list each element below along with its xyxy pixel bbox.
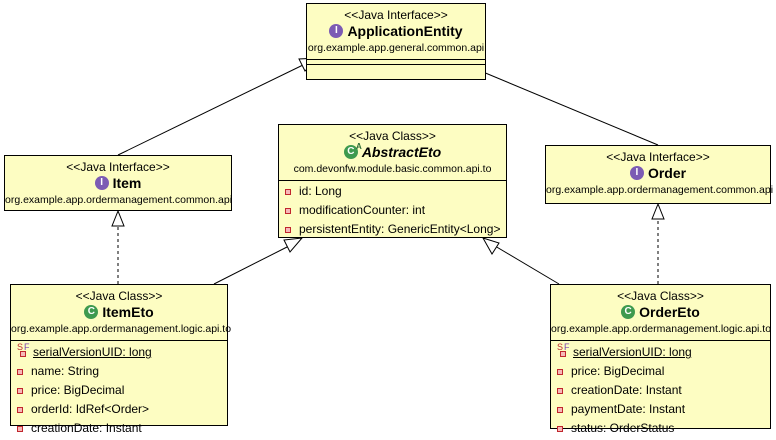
attribute-text: paymentDate: Instant [571, 402, 686, 416]
attribute-text: orderId: IdRef<Order> [31, 402, 150, 416]
private-field-icon [17, 368, 23, 375]
class-name: AbstractEto [361, 144, 442, 160]
private-field-icon [17, 387, 23, 394]
class-title: C ItemEto [11, 303, 227, 321]
package-name: org.example.app.ordermanagement.logic.ap… [551, 323, 772, 335]
application-entity-box[interactable]: <<Java Interface>> I ApplicationEntity o… [306, 3, 486, 80]
package-name: org.example.app.ordermanagement.logic.ap… [11, 323, 232, 335]
private-field-icon [285, 226, 291, 233]
class-name: Order [647, 165, 687, 181]
private-field-icon [17, 406, 23, 413]
operations-compartment [307, 65, 485, 69]
class-name: ItemEto [102, 304, 154, 320]
attribute-text: price: BigDecimal [571, 364, 665, 378]
item-box[interactable]: <<Java Interface>> I Item org.example.ap… [4, 155, 232, 211]
stereotype-label: <<Java Interface>> [344, 8, 448, 22]
item-eto-box[interactable]: <<Java Class>> C ItemEto org.example.app… [10, 284, 232, 435]
class-name: ApplicationEntity [347, 23, 463, 39]
attribute-row: price: BigDecimal [557, 362, 770, 381]
attribute-text: price: BigDecimal [31, 383, 125, 397]
arrowhead-order [651, 202, 665, 220]
interface-icon: I [329, 24, 344, 38]
class-title: I Item [5, 174, 231, 192]
class-icon: C [84, 305, 99, 319]
stereotype-label: <<Java Class>> [349, 129, 436, 143]
arrowhead-item [111, 209, 125, 227]
divider [279, 180, 506, 181]
private-field-icon [285, 207, 291, 214]
private-field-icon [17, 425, 23, 432]
attribute-row: creationDate: Instant [17, 419, 227, 438]
attribute-text: serialVersionUID: long [573, 345, 692, 359]
class-title: C OrderEto [551, 303, 770, 321]
attributes-compartment: id: Long modificationCounter: int persis… [279, 181, 506, 241]
private-field-icon [557, 387, 563, 394]
attribute-row: status: OrderStatus [557, 419, 770, 438]
edge-itemeto-to-abstracteto [213, 245, 290, 285]
class-name: Item [112, 175, 142, 191]
attribute-text: status: OrderStatus [571, 421, 675, 435]
stereotype-label: <<Java Class>> [617, 289, 704, 303]
attribute-row: price: BigDecimal [17, 381, 227, 400]
attribute-text: serialVersionUID: long [33, 345, 152, 359]
attribute-text: creationDate: Instant [31, 421, 142, 435]
attribute-row: paymentDate: Instant [557, 400, 770, 419]
private-field-icon [557, 368, 563, 375]
stereotype-label: <<Java Class>> [75, 289, 163, 303]
attribute-row: persistentEntity: GenericEntity<Long> [285, 220, 506, 239]
private-field-icon [557, 406, 563, 413]
package-name: org.example.app.ordermanagement.common.a… [546, 184, 774, 196]
edge-order-to-application-entity [470, 66, 659, 146]
private-field-icon [557, 425, 563, 432]
class-icon: C [621, 305, 636, 319]
attribute-row: id: Long [285, 182, 506, 201]
divider [551, 340, 770, 341]
arrowhead-abstracteto-left [283, 237, 304, 253]
order-eto-box[interactable]: <<Java Class>> C OrderEto org.example.ap… [550, 284, 772, 435]
edge-item-to-application-entity [117, 64, 304, 156]
divider [307, 64, 485, 65]
attribute-text: creationDate: Instant [571, 383, 682, 397]
attribute-text: modificationCounter: int [299, 203, 426, 217]
attribute-text: persistentEntity: GenericEntity<Long> [299, 222, 501, 236]
private-field-icon [285, 188, 291, 195]
attribute-row: orderId: IdRef<Order> [17, 400, 227, 419]
attribute-text: name: String [31, 364, 100, 378]
package-name: com.devonfw.module.basic.common.api.to [293, 163, 492, 175]
interface-icon: I [94, 176, 109, 190]
attribute-row: modificationCounter: int [285, 201, 506, 220]
interface-icon: I [629, 166, 644, 180]
attribute-row: creationDate: Instant [557, 381, 770, 400]
order-box[interactable]: <<Java Interface>> I Order org.example.a… [545, 145, 774, 204]
attribute-row: name: String [17, 362, 227, 381]
class-title: I ApplicationEntity [307, 22, 485, 40]
package-name: org.example.app.ordermanagement.common.a… [5, 194, 233, 206]
class-title: I Order [546, 164, 770, 182]
package-name: org.example.app.general.common.api [307, 42, 485, 54]
stereotype-label: <<Java Interface>> [66, 160, 170, 174]
attribute-text: id: Long [299, 184, 342, 198]
stereotype-label: <<Java Interface>> [606, 150, 710, 164]
arrowhead-abstracteto-right [481, 237, 500, 255]
edge-ordereto-to-abstracteto [494, 245, 560, 285]
class-name: OrderEto [639, 304, 700, 320]
divider [11, 340, 227, 341]
divider [307, 59, 485, 60]
